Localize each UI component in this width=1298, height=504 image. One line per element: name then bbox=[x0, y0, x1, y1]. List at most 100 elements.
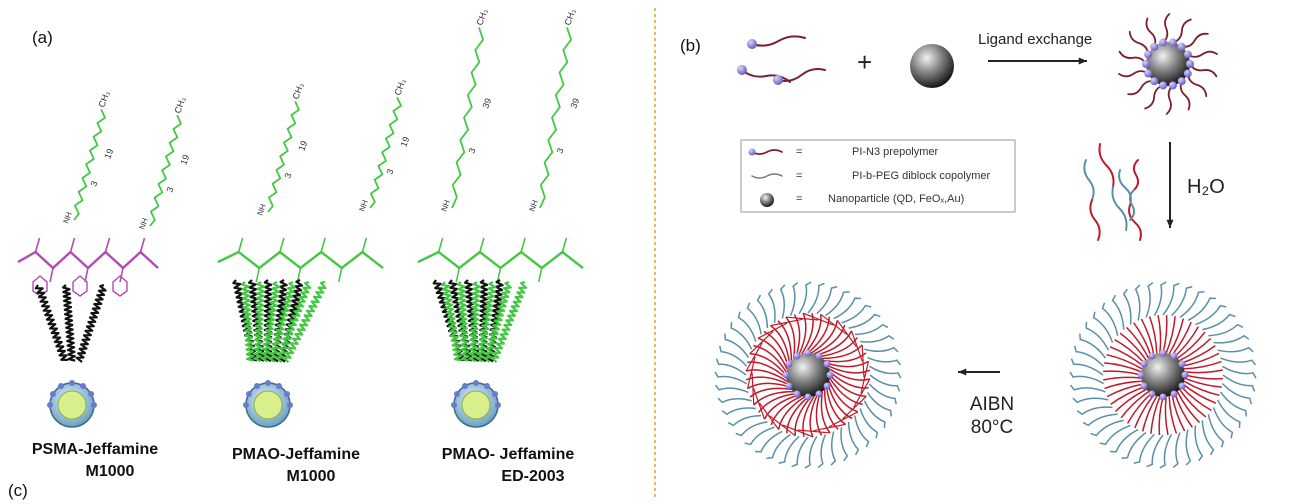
surface-ligand-chain bbox=[1118, 70, 1150, 78]
peg-corona-chain bbox=[1222, 374, 1256, 392]
nanoparticle-core bbox=[461, 390, 491, 420]
alkyl-chain bbox=[34, 284, 69, 361]
legend-eq-2: = bbox=[796, 170, 803, 182]
peg-side-chain bbox=[149, 114, 182, 227]
peg-corona-chain bbox=[778, 435, 800, 464]
repeat-count-label: 3 bbox=[282, 172, 293, 180]
backbone-branch bbox=[320, 237, 326, 253]
ligand-head-bead bbox=[782, 371, 790, 379]
ch3-label: CH₃ bbox=[392, 77, 407, 96]
ligand-head-bead bbox=[1183, 69, 1192, 78]
pi-core-chain bbox=[1184, 374, 1223, 380]
backbone-branch bbox=[279, 237, 285, 253]
nh-label: NH bbox=[255, 203, 267, 217]
ligand-head-bead bbox=[1144, 69, 1153, 78]
peg-corona-chain bbox=[1133, 433, 1155, 464]
pi-core-chain bbox=[1179, 388, 1207, 418]
panel-b-label: (b) bbox=[680, 36, 701, 55]
surface-ligand-chain bbox=[1189, 63, 1218, 78]
ligand-head-bead bbox=[1168, 38, 1177, 47]
psma-backbone bbox=[17, 237, 159, 283]
alkyl-chain bbox=[275, 280, 312, 364]
pi-core-chain bbox=[1106, 383, 1144, 398]
styrene-ring bbox=[32, 275, 48, 297]
ligand-head-bead bbox=[1159, 81, 1168, 90]
peg-corona-chain bbox=[735, 421, 768, 437]
ligand-head-bead bbox=[1140, 382, 1148, 390]
surface-ligand-bead bbox=[47, 402, 53, 408]
ligand-head-bead bbox=[1159, 38, 1168, 47]
surface-ligand-chain bbox=[1180, 32, 1209, 48]
peg-corona-chain bbox=[744, 426, 775, 446]
plus-sign: + bbox=[857, 47, 873, 77]
styrene-ring bbox=[72, 275, 88, 297]
ligand-head-bead bbox=[826, 371, 834, 379]
polymer-name-pmao-m1000: PMAO-Jeffamine M1000 bbox=[206, 444, 386, 488]
pi-core-chain bbox=[1119, 332, 1147, 362]
pi-core-chain bbox=[1140, 318, 1155, 356]
polymer-name-line1: PSMA-Jeffamine bbox=[31, 441, 159, 458]
nanoparticle-core bbox=[253, 390, 283, 420]
polymer-name-line1: PMAO-Jeffamine bbox=[231, 446, 361, 463]
peg-corona-chain bbox=[869, 374, 901, 392]
ligand-head-bead bbox=[1142, 60, 1150, 68]
peg-corona-chain bbox=[779, 284, 786, 319]
pi-core-chain bbox=[1103, 376, 1142, 381]
diblock-segment bbox=[1083, 159, 1095, 201]
alkyl-chain bbox=[468, 281, 481, 363]
crosslinking-arrow-head bbox=[958, 368, 967, 376]
backbone-branch bbox=[84, 267, 89, 283]
backbone-branch bbox=[479, 237, 485, 253]
peg-corona-chain bbox=[767, 288, 776, 323]
repeat-count-label: 3 bbox=[466, 147, 477, 155]
peg-corona-chain bbox=[1085, 322, 1110, 351]
pi-core-chain bbox=[747, 382, 790, 390]
surface-ligand-chain bbox=[1179, 80, 1191, 111]
legend-nanoparticle: Nanoparticle (QD, FeOₓ,Au) bbox=[828, 193, 965, 205]
surface-ligand-chain bbox=[1172, 18, 1192, 44]
peg-corona-chain bbox=[714, 384, 749, 394]
nh-label: NH bbox=[527, 199, 539, 213]
pi-core-chain bbox=[1148, 316, 1158, 354]
surface-ligand-bead bbox=[245, 391, 252, 397]
legend-eq-3: = bbox=[796, 193, 803, 205]
peg-corona-chain bbox=[1082, 413, 1118, 427]
ligand-head-bead bbox=[1148, 390, 1156, 398]
legend-box bbox=[740, 139, 1016, 213]
backbone-branch bbox=[455, 267, 461, 283]
peg-side-chain bbox=[267, 100, 300, 213]
ligand-head-bead bbox=[773, 75, 783, 85]
nh-label: NH bbox=[439, 199, 451, 213]
diblock-segment bbox=[1098, 143, 1115, 188]
peg-corona-chain bbox=[841, 304, 872, 324]
temperature-label: 80°C bbox=[970, 417, 1014, 438]
pi-core-chain bbox=[1109, 346, 1144, 367]
diblock-segment bbox=[1128, 204, 1142, 241]
diblock-segment bbox=[1111, 186, 1128, 231]
pi-core-chain bbox=[785, 316, 796, 359]
backbone-branch bbox=[69, 237, 76, 253]
pi-core-chain bbox=[1134, 394, 1155, 429]
surface-ligand-chain bbox=[1186, 72, 1208, 98]
backbone-branch bbox=[139, 237, 146, 253]
panel-b-scheme bbox=[714, 13, 1257, 469]
surface-ligand-bead bbox=[284, 391, 291, 397]
ligand-head-bead bbox=[1178, 360, 1186, 368]
nanoparticle-2 bbox=[243, 380, 293, 428]
surface-ligand-chain bbox=[1128, 30, 1150, 56]
legend-copolymer: PI-b-PEG diblock copolymer bbox=[852, 170, 991, 182]
ch3-label: CH₃ bbox=[474, 7, 489, 26]
peg-corona-chain bbox=[1153, 281, 1167, 316]
diblock-segment bbox=[1132, 159, 1140, 191]
peg-corona-chain bbox=[724, 333, 750, 358]
pi-core-chain bbox=[777, 320, 793, 361]
peg-corona-chain bbox=[1145, 281, 1154, 318]
repeat-count-label: 19 bbox=[178, 153, 191, 166]
pi-core-chain bbox=[770, 325, 791, 364]
peg-corona-chain bbox=[840, 427, 849, 462]
initiator-label: AIBN bbox=[969, 394, 1015, 415]
panel-a-polymers: CH₃193NHCH₃193NHCH₃193NHCH₃193NHCH₃393NH… bbox=[17, 7, 584, 428]
ligand-head-bead bbox=[823, 382, 831, 390]
ligand-head-bead bbox=[1170, 352, 1178, 360]
pi-core-chain bbox=[793, 314, 801, 357]
